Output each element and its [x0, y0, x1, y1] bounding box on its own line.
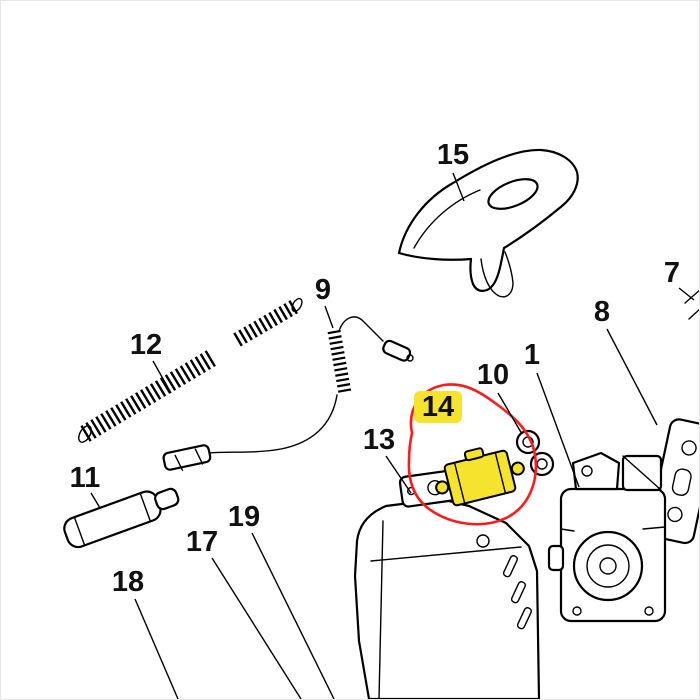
part-7-partial: [684, 289, 699, 320]
part-label-17: 17: [186, 526, 218, 558]
leader-line-13: [385, 455, 412, 494]
part-1-carburetor: [547, 451, 667, 623]
part-label-11: 11: [70, 462, 101, 494]
part-14-red-outline: [407, 383, 538, 526]
part-label-12: 12: [130, 329, 162, 361]
part-label-10: 10: [477, 359, 509, 391]
part-label-9: 9: [315, 274, 331, 306]
part-14-highlight: [407, 383, 538, 526]
part-label-8: 8: [594, 296, 610, 328]
leader-line-12: [152, 360, 172, 394]
part-label-18: 18: [112, 566, 144, 598]
leader-line-15: [452, 172, 465, 202]
part-label-1: 1: [524, 339, 540, 371]
part-labels: 15 7 8 9 12 10 1 13 11 17 19 18 14: [70, 139, 680, 598]
part-label-19: 19: [228, 501, 260, 533]
leader-line-18: [134, 598, 179, 699]
leader-line-17: [211, 557, 302, 699]
part-9-throttle-cable: [162, 316, 414, 471]
leader-line-19: [251, 532, 335, 699]
part-11-grip: [63, 487, 180, 549]
leader-line-7: [678, 287, 695, 301]
leader-line-8: [606, 328, 658, 426]
part-15-cover: [397, 148, 579, 298]
leader-line-11: [90, 492, 101, 509]
part-label-14-highlight: [414, 391, 462, 423]
part-13-engine-cover: [353, 468, 541, 699]
part-label-13: 13: [363, 424, 395, 456]
part-12-spring: [78, 297, 303, 443]
leader-line-10: [497, 392, 523, 435]
part-label-14: 14: [422, 391, 454, 423]
leader-lines: [90, 172, 695, 699]
part-label-15: 15: [437, 139, 469, 171]
leader-line-1: [536, 372, 580, 488]
leader-line-9: [324, 305, 334, 329]
part-label-7: 7: [664, 257, 680, 289]
